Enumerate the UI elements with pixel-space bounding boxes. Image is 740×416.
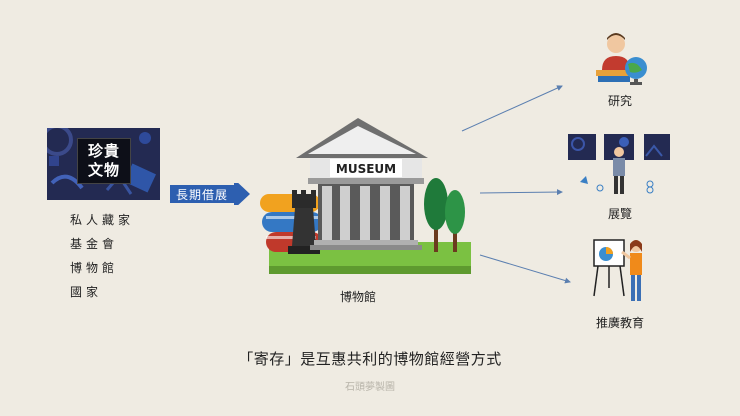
arrow-right-icon	[170, 183, 250, 205]
treasure-line-2: 文物	[87, 161, 120, 179]
teacher-icon	[593, 239, 642, 301]
researcher-icon	[596, 33, 647, 85]
loan-arrow: 長期借展	[170, 183, 250, 205]
arrow-to-exhibition	[479, 189, 563, 196]
treasure-card: 珍貴 文物	[47, 128, 160, 200]
owners-list: 私人藏家 基金會 博物館 國家	[70, 208, 140, 304]
exhibition-icon	[568, 134, 670, 194]
credit: 石頭夢製圖	[345, 382, 395, 393]
treasure-line-1: 珍貴	[87, 142, 120, 160]
loan-label: 長期借展	[176, 188, 229, 202]
exhibition-label: 展覽	[607, 207, 632, 221]
research-label: 研究	[607, 94, 632, 108]
owner-item: 私人藏家	[70, 213, 135, 227]
education-label: 推廣教育	[595, 316, 644, 330]
arrow-to-education	[479, 254, 571, 284]
museum-icon: MUSEUM	[260, 118, 471, 274]
arrow-to-research	[461, 85, 563, 132]
museum-sign: MUSEUM	[336, 162, 396, 176]
owner-item: 博物館	[70, 261, 119, 275]
museum-label: 博物館	[339, 290, 376, 304]
owner-item: 基金會	[70, 237, 119, 251]
owner-item: 國家	[70, 285, 103, 299]
treasure-label: 珍貴 文物	[77, 138, 131, 184]
caption: 「寄存」是互惠共利的博物館經營方式	[238, 350, 502, 368]
